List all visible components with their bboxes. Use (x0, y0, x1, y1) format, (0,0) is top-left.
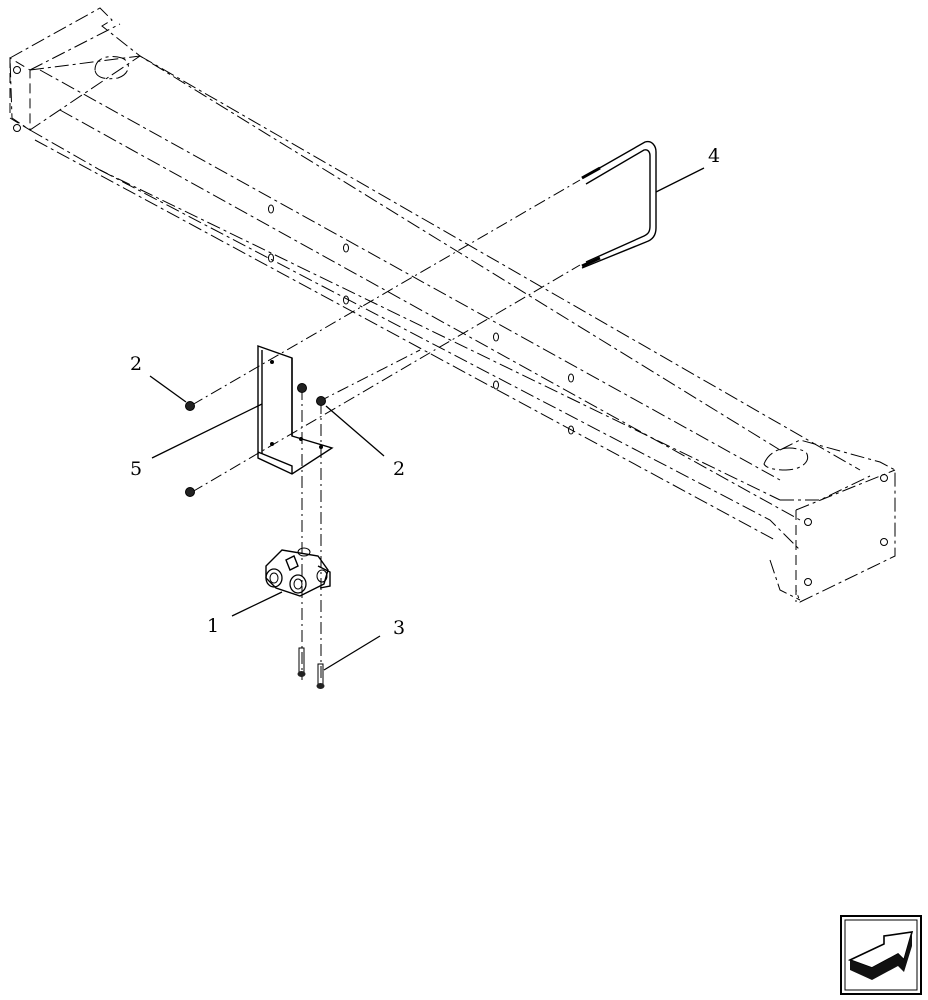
lock-nuts (185, 383, 326, 497)
next-page-arrow-icon[interactable] (840, 915, 922, 995)
u-bolt (581, 140, 657, 269)
leader-lines (149, 167, 705, 671)
callout-4: 4 (708, 145, 720, 167)
callout-labels: 1 2 2 3 4 5 (130, 145, 720, 639)
callout-5: 5 (130, 458, 142, 480)
callout-1: 1 (207, 615, 219, 637)
callout-2-right: 2 (393, 458, 405, 480)
assembly-centerlines (191, 179, 581, 680)
axle-beam-phantom (9, 7, 896, 603)
l-bracket (257, 345, 334, 475)
valve-block (265, 547, 331, 597)
callout-2-left: 2 (130, 353, 142, 375)
cap-screws (297, 647, 325, 689)
callout-3: 3 (393, 617, 405, 639)
